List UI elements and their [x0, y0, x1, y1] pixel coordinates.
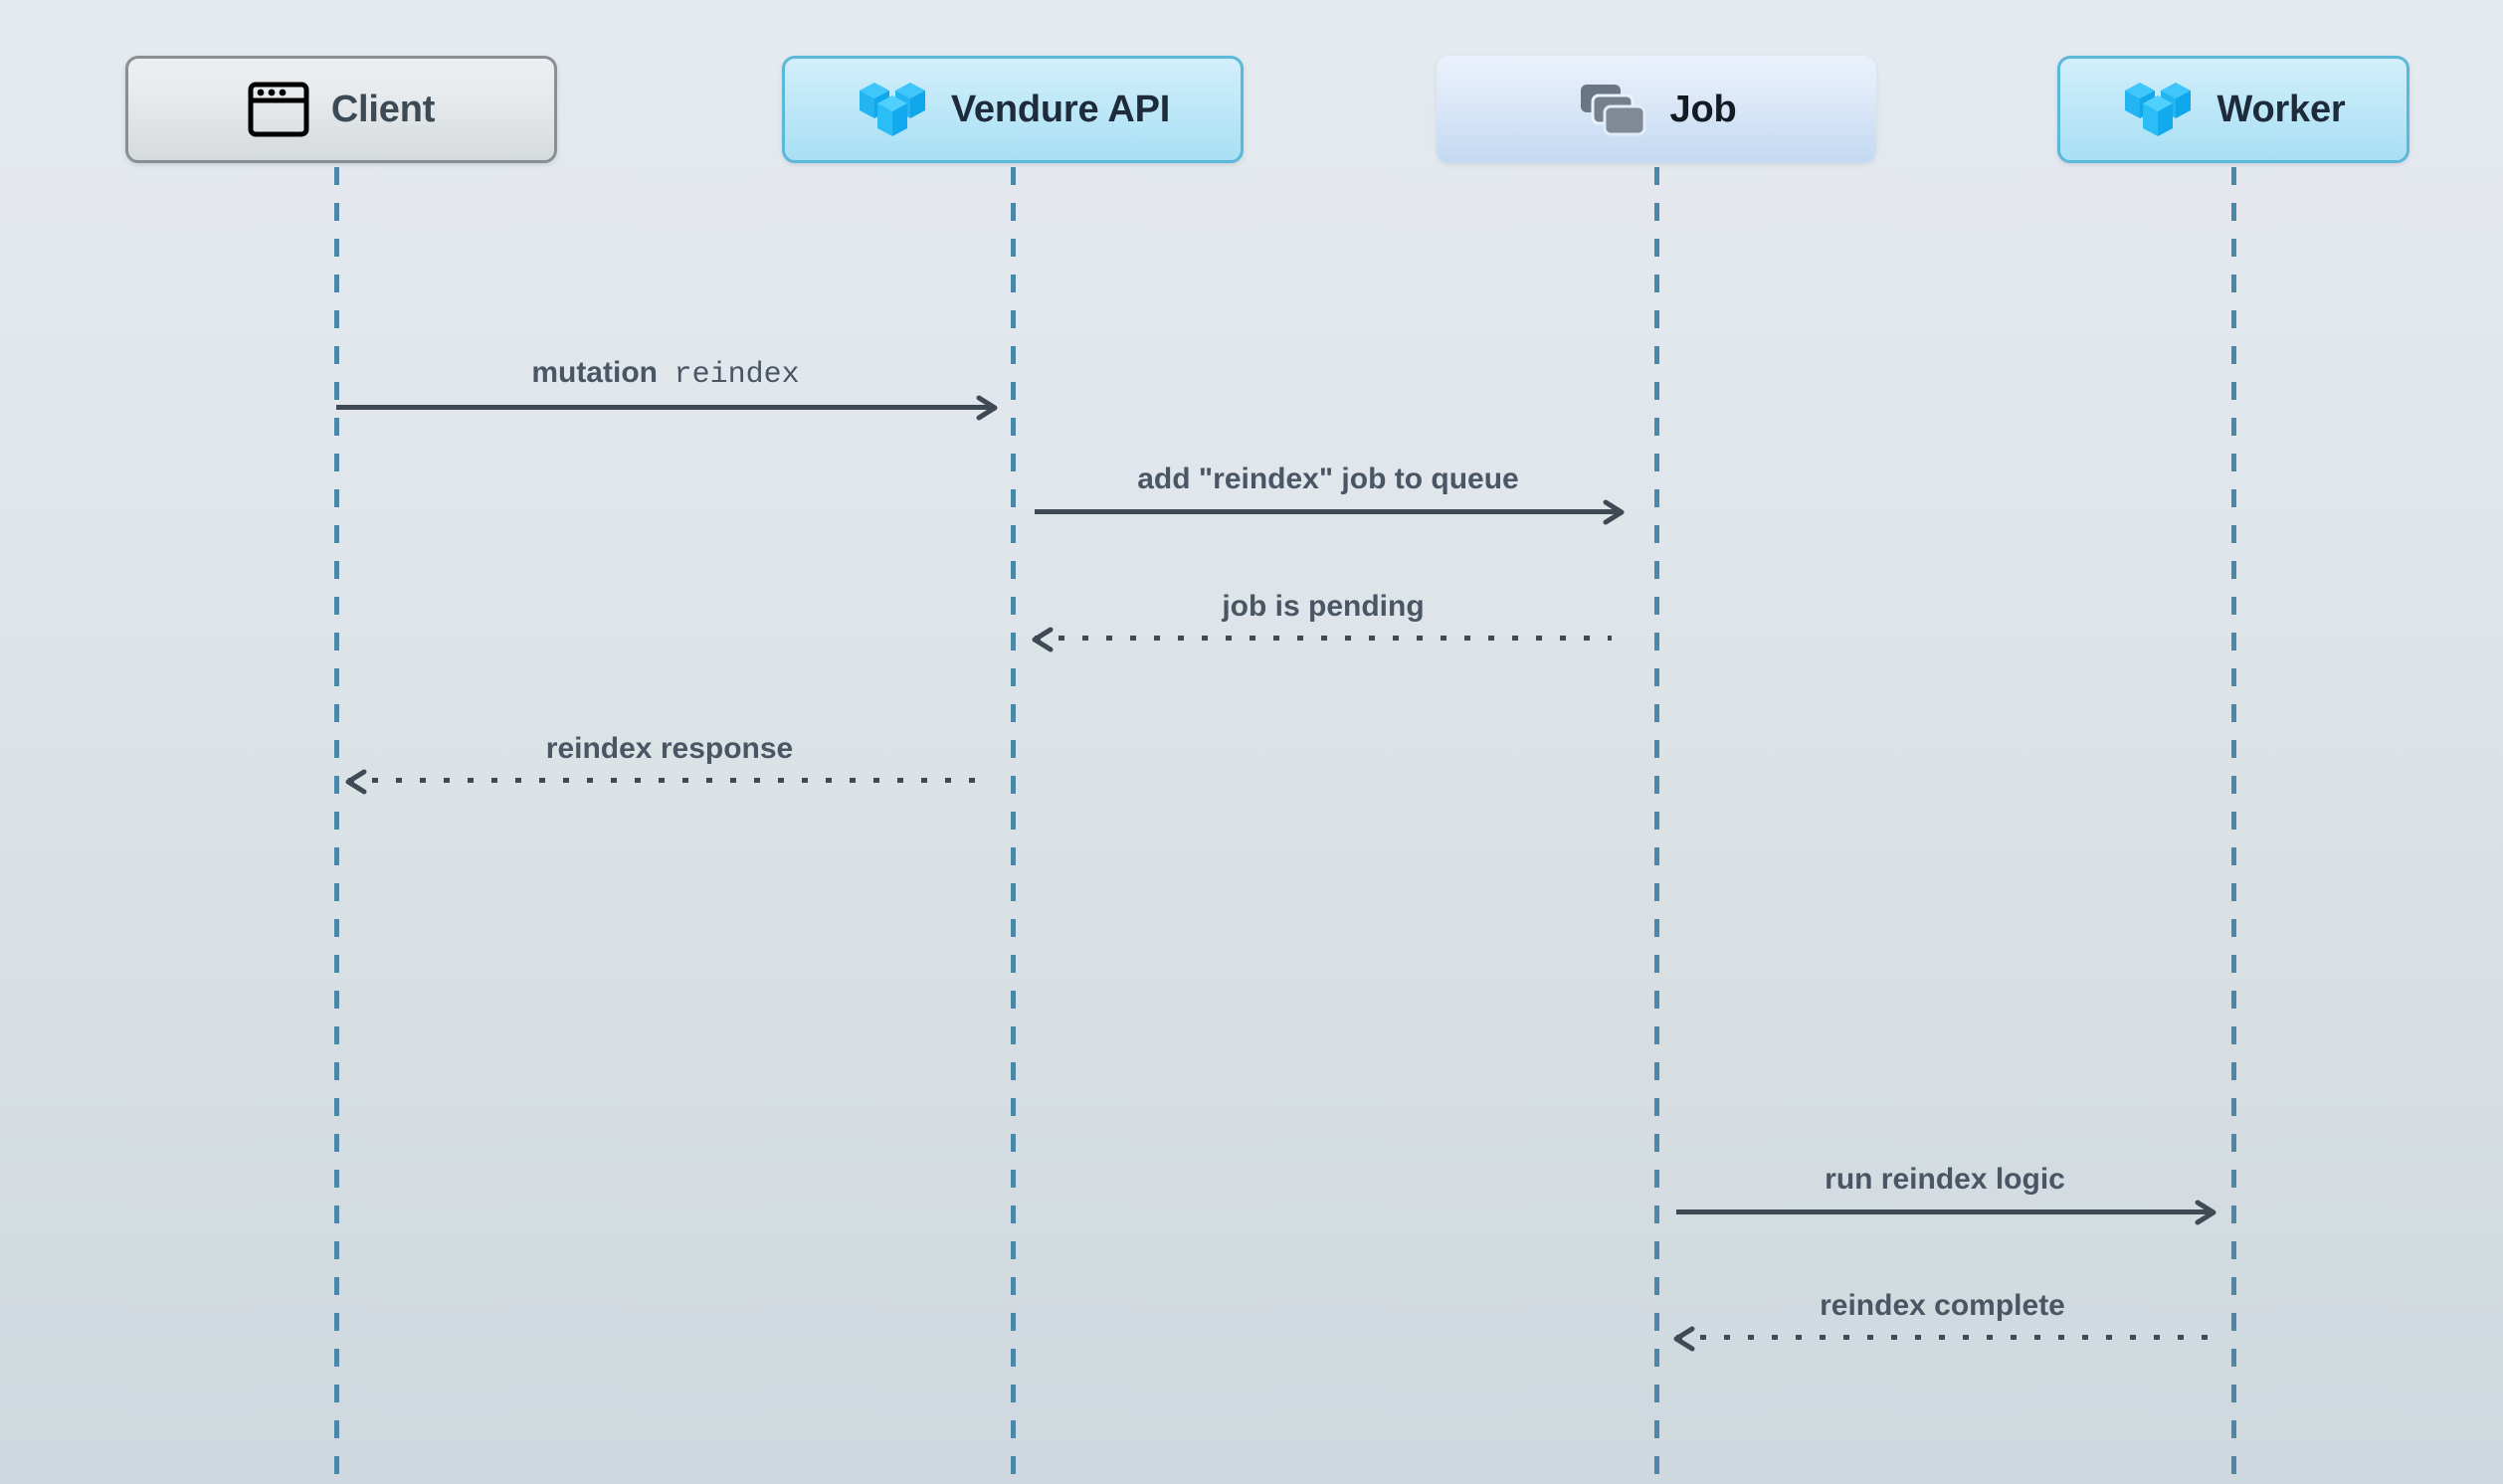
participant-label: Client — [330, 88, 436, 130]
arrowhead-left-icon — [1031, 625, 1060, 654]
message-label: reindex response — [348, 734, 991, 764]
arrowhead-right-icon — [2188, 1198, 2217, 1227]
message-m6: reindex complete — [1673, 1279, 2209, 1352]
message-label-part: reindex — [674, 358, 800, 392]
participant-label: Vendure API — [950, 88, 1171, 130]
arrowhead-right-icon — [1596, 497, 1626, 527]
message-line — [1035, 636, 1612, 642]
message-label-part: reindex complete — [1820, 1289, 2065, 1322]
message-label-part: mutation — [531, 356, 658, 389]
lifeline-client — [334, 167, 339, 1484]
participant-job[interactable]: Job — [1437, 56, 1876, 163]
message-m3: job is pending — [1032, 580, 1612, 652]
lifeline-job — [1654, 167, 1659, 1484]
message-m5: run reindex logic — [1676, 1153, 2216, 1225]
participant-client[interactable]: Client — [125, 56, 557, 163]
message-m2: add "reindex" job to queue — [1035, 453, 1625, 525]
vendure-logo-icon — [856, 77, 929, 142]
message-label-part: run reindex logic — [1825, 1163, 2065, 1196]
message-label: run reindex logic — [1676, 1165, 2214, 1195]
lifeline-worker — [2231, 167, 2236, 1484]
message-label: reindex complete — [1676, 1291, 2209, 1321]
lifeline-vendure-api — [1011, 167, 1016, 1484]
arrowhead-left-icon — [1672, 1324, 1702, 1354]
arrowhead-right-icon — [969, 393, 999, 423]
message-label-part: add "reindex" job to queue — [1137, 463, 1519, 495]
message-label: job is pending — [1035, 592, 1612, 622]
browser-window-icon — [248, 82, 309, 137]
participant-worker[interactable]: Worker — [2057, 56, 2409, 163]
message-line — [348, 778, 991, 784]
message-line — [1676, 1335, 2209, 1341]
message-line — [1676, 1209, 2214, 1214]
participant-label: Worker — [2216, 88, 2346, 130]
message-m4: reindex response — [345, 722, 991, 795]
message-line — [336, 405, 995, 410]
participant-label: Job — [1669, 88, 1737, 130]
message-m1: mutation reindex — [336, 348, 998, 421]
stacked-cards-icon — [1577, 79, 1648, 140]
message-label: mutation reindex — [336, 356, 995, 392]
message-line — [1035, 509, 1622, 514]
arrowhead-left-icon — [344, 767, 374, 797]
message-label-part: job is pending — [1222, 590, 1425, 623]
message-label-part: reindex response — [545, 732, 794, 765]
message-label: add "reindex" job to queue — [1035, 464, 1622, 494]
vendure-logo-icon — [2121, 77, 2195, 142]
participant-vendure-api[interactable]: Vendure API — [782, 56, 1244, 163]
